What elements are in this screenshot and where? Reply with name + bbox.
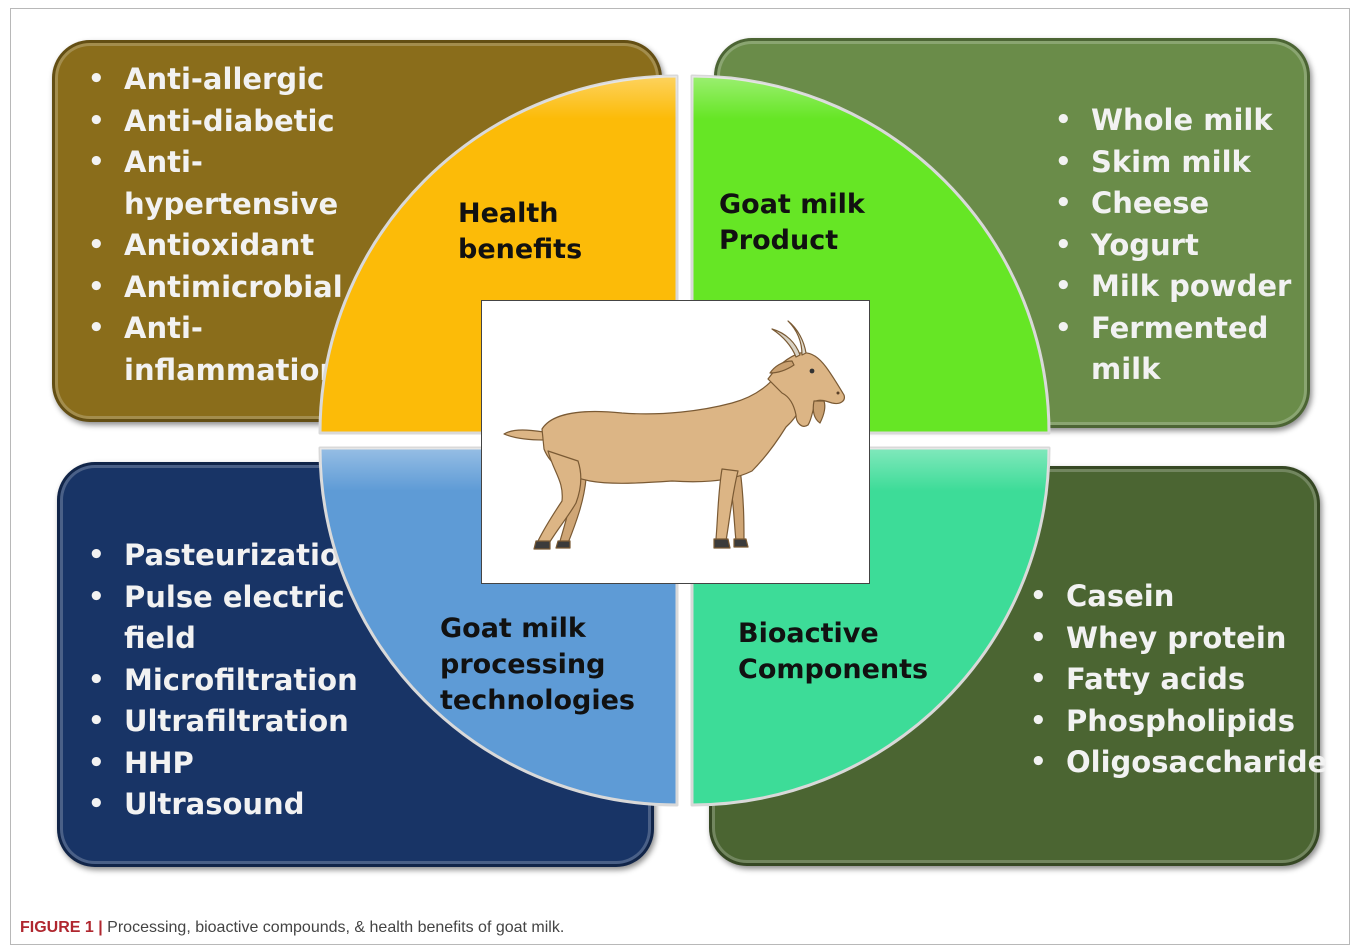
bioactive-components-label: Bioactive Components xyxy=(738,616,928,688)
list-item: Anti- xyxy=(88,142,343,184)
list-item: Yogurt xyxy=(1055,225,1291,267)
list-item: Casein xyxy=(1030,576,1327,618)
goat-image-panel xyxy=(481,300,870,584)
list-item: Cheese xyxy=(1055,183,1291,225)
list-item: Whole milk xyxy=(1055,100,1291,142)
goat-milk-product-label-line2: Product xyxy=(719,225,839,256)
list-item: Anti- xyxy=(88,308,343,350)
processing-technologies-list: PasteurizationPulse electricfieldMicrofi… xyxy=(88,535,361,826)
bioactive-components-list: CaseinWhey proteinFatty acidsPhospholipi… xyxy=(1030,576,1327,784)
processing-technologies-label-line2: processing xyxy=(440,649,606,680)
list-item: Anti-allergic xyxy=(88,59,343,101)
processing-technologies-label-line3: technologies xyxy=(440,685,635,716)
list-item: Fatty acids xyxy=(1030,659,1327,701)
processing-technologies-label-line1: Goat milk xyxy=(440,613,586,644)
figure-caption: FIGURE 1 | Processing, bioactive compoun… xyxy=(20,919,564,937)
list-item: Phospholipids xyxy=(1030,701,1327,743)
list-item: inflammation xyxy=(124,352,341,387)
list-item: Pulse electric xyxy=(88,577,361,619)
figure-caption-label: FIGURE 1 | xyxy=(20,919,103,936)
list-item: Antioxidant xyxy=(88,225,343,267)
health-benefits-list: Anti-allergicAnti-diabeticAnti-hypertens… xyxy=(88,59,343,391)
list-item: hypertensive xyxy=(124,186,339,221)
list-item: Pasteurization xyxy=(88,535,361,577)
list-item: Skim milk xyxy=(1055,142,1291,184)
list-item: field xyxy=(124,621,196,655)
list-item: Ultrasound xyxy=(88,784,361,826)
goat-milk-product-label-line1: Goat milk xyxy=(719,189,865,220)
list-item: Milk powder xyxy=(1055,266,1291,308)
list-item: Ultrafiltration xyxy=(88,701,361,743)
list-item: Microfiltration xyxy=(88,660,361,702)
bioactive-components-label-line2: Components xyxy=(738,654,929,685)
health-benefits-label: Health benefits xyxy=(458,196,582,268)
bioactive-components-label-line1: Bioactive xyxy=(738,618,879,649)
goat-milk-product-label: Goat milk Product xyxy=(719,187,865,259)
list-item: Oligosaccharide xyxy=(1030,742,1327,784)
figure-caption-text: Processing, bioactive compounds, & healt… xyxy=(102,919,565,936)
list-item: HHP xyxy=(88,743,361,785)
list-item: Anti-diabetic xyxy=(88,101,343,143)
list-item: milk xyxy=(1091,352,1161,386)
goat-milk-product-list: Whole milkSkim milkCheeseYogurtMilk powd… xyxy=(1055,100,1291,391)
health-benefits-label-line2: benefits xyxy=(458,234,583,265)
list-item: Whey protein xyxy=(1030,618,1327,660)
list-item: Antimicrobial xyxy=(88,267,343,309)
goat-illustration-icon xyxy=(503,320,845,550)
figure-frame xyxy=(10,8,1350,945)
list-item: Fermented xyxy=(1055,308,1291,350)
processing-technologies-label: Goat milk processing technologies xyxy=(440,611,635,719)
health-benefits-label-line1: Health xyxy=(458,198,559,229)
